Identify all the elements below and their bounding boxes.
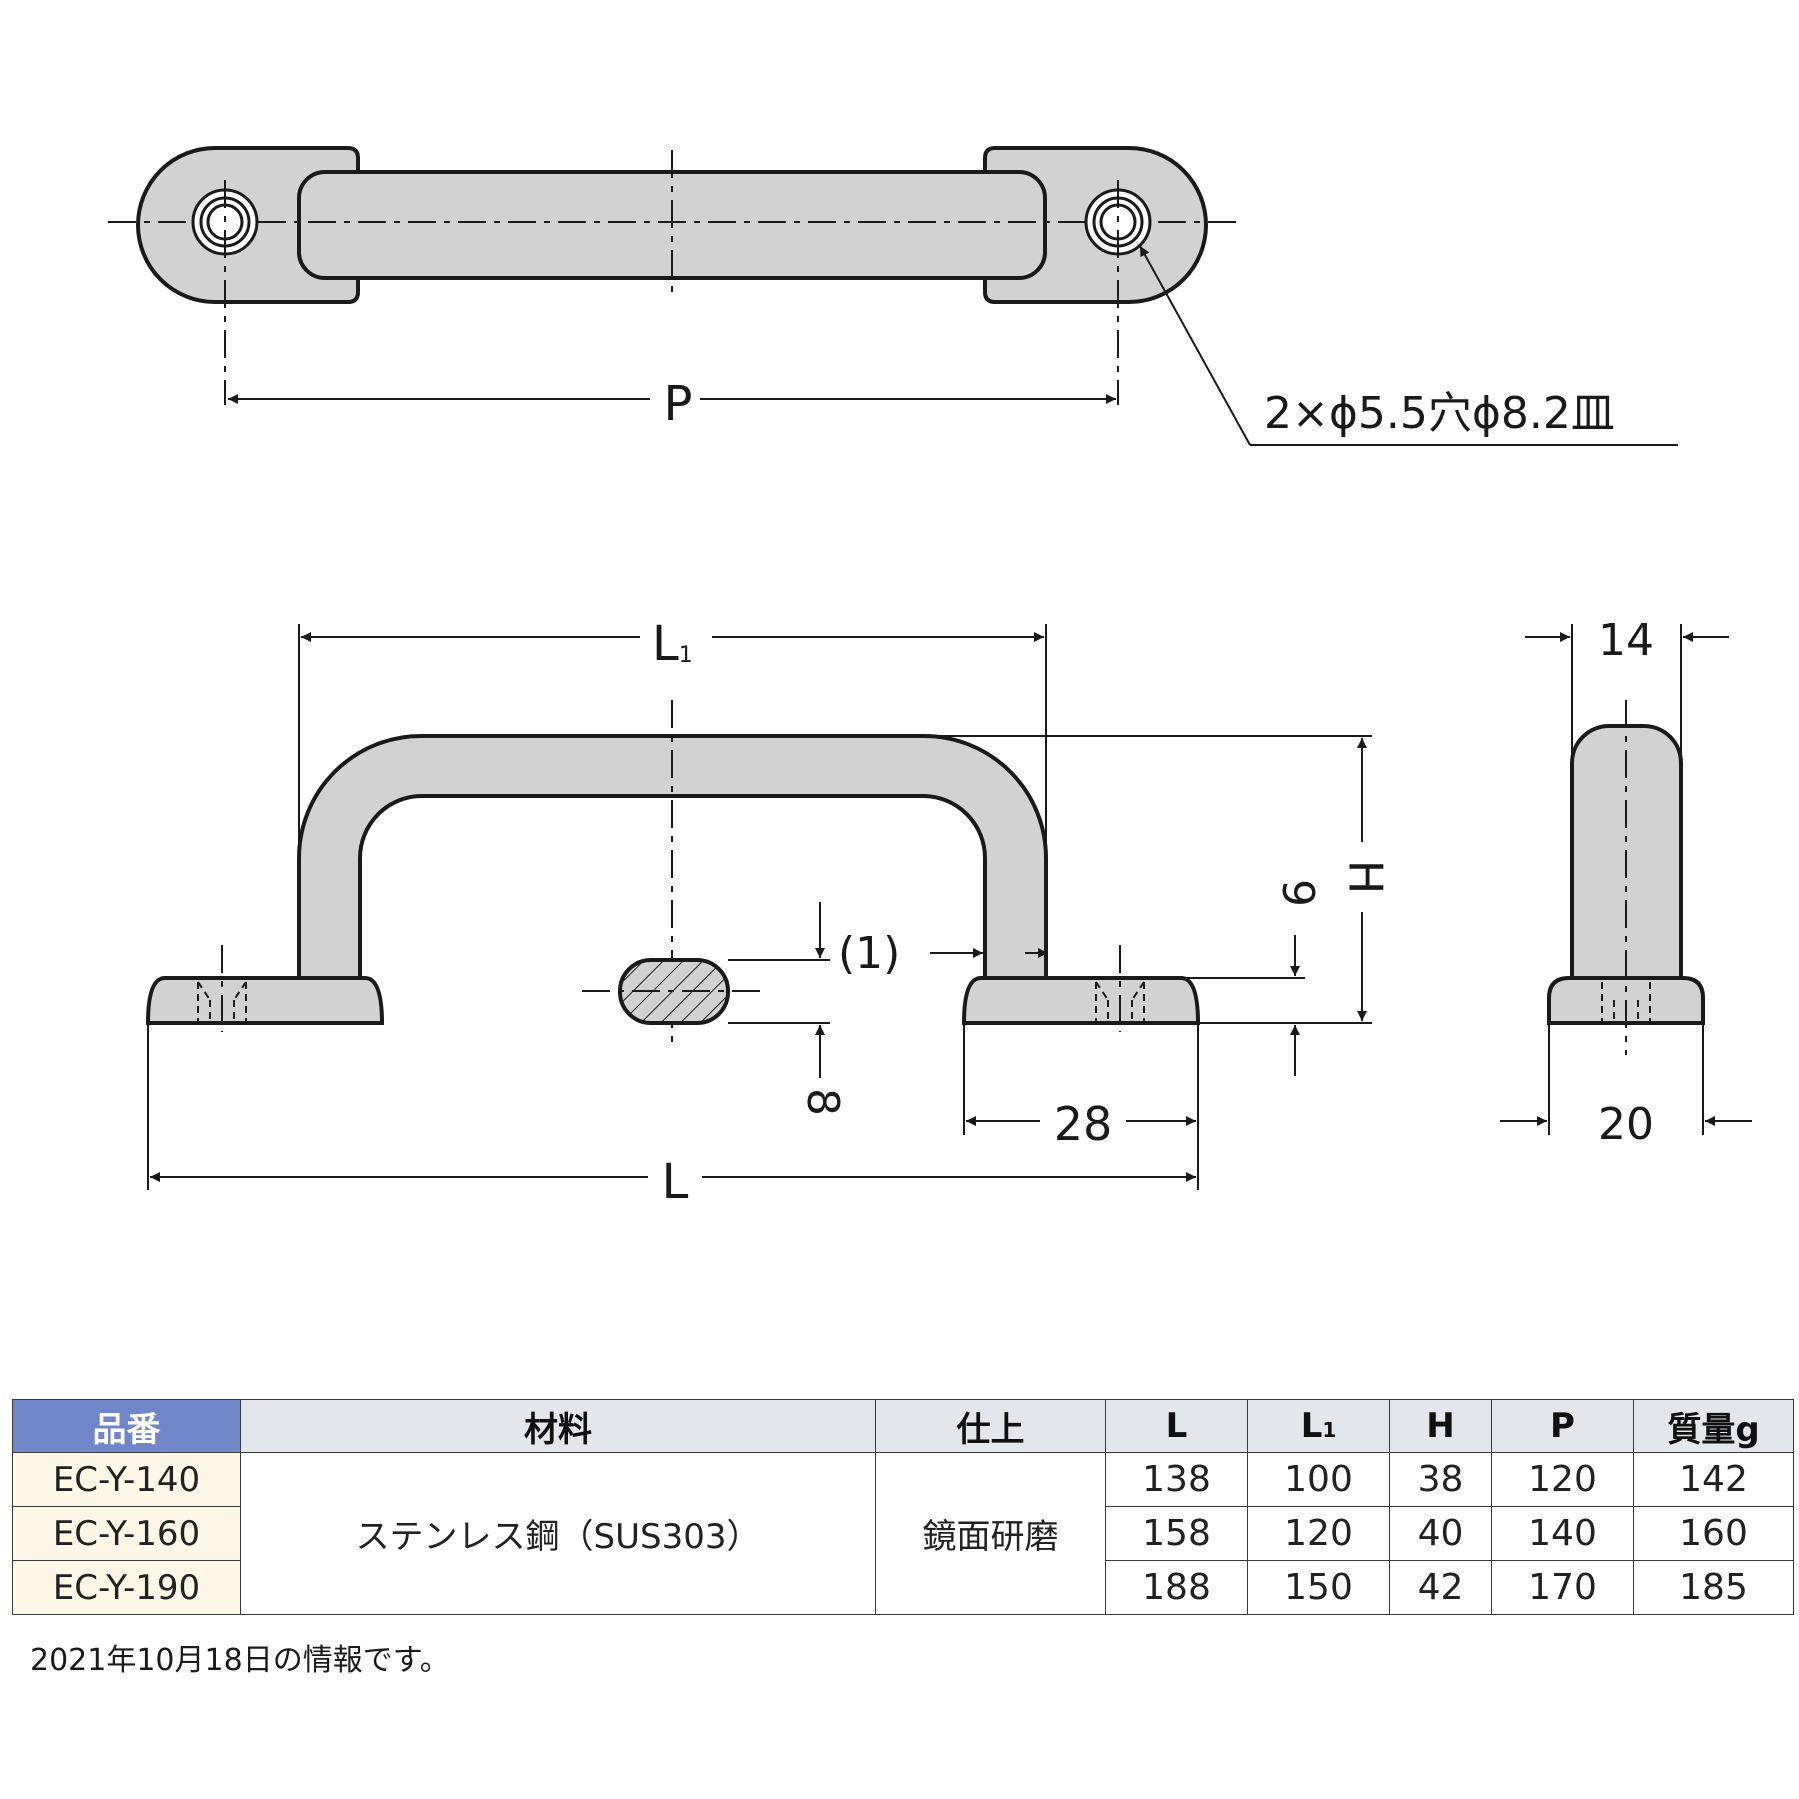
dimension-l1-label: L [652, 616, 679, 672]
header-l1-subscript: 1 [1322, 1418, 1337, 1442]
cell-h: 38 [1389, 1452, 1492, 1507]
header-h: H [1389, 1399, 1492, 1453]
dimension-h-label: H [1339, 860, 1393, 895]
cell-l: 158 [1105, 1506, 1248, 1561]
table-row: EC-Y-160 158 120 40 140 160 [12, 1506, 1794, 1561]
header-l: L [1105, 1399, 1248, 1453]
side-view: 14 20 [1500, 615, 1752, 1150]
cell-l1: 100 [1247, 1452, 1390, 1507]
header-l1: L1 [1247, 1399, 1390, 1453]
cell-p: 120 [1491, 1452, 1634, 1507]
dimension-14: 14 [1525, 615, 1729, 760]
cell-finish: 鏡面研磨 [875, 1452, 1106, 1615]
header-l1-main: L [1300, 1406, 1323, 1446]
dimension-l1-subscript: 1 [679, 643, 693, 668]
table-header-row: 品番 材料 仕上 L L1 H P 質量g [12, 1399, 1794, 1453]
cell-l: 188 [1105, 1560, 1248, 1615]
header-material: 材料 [240, 1399, 876, 1453]
dimension-1: (1) [838, 928, 1048, 979]
front-view-left-screw-hole [197, 945, 247, 1032]
dimension-h: H [924, 735, 1393, 1024]
cell-h: 40 [1389, 1506, 1492, 1561]
header-mass: 質量g [1633, 1399, 1794, 1453]
header-p: P [1491, 1399, 1634, 1453]
dimension-9-label: 9 [1272, 879, 1323, 907]
front-view-left-base [145, 976, 385, 1025]
info-date-note: 2021年10月18日の情報です。 [30, 1643, 450, 1678]
front-view: L1 H 9 (1) 8 [145, 616, 1393, 1210]
cell-p: 140 [1491, 1506, 1634, 1561]
dimension-20-label: 20 [1598, 1099, 1654, 1150]
svg-text:L1: L1 [652, 616, 693, 672]
cell-mass: 142 [1633, 1452, 1794, 1507]
technical-drawing: P 2×ϕ5.5穴ϕ8.2皿 [108, 146, 1752, 1210]
header-part-number: 品番 [12, 1399, 241, 1453]
dimension-l: L [147, 1023, 1196, 1210]
hole-note-leader: 2×ϕ5.5穴ϕ8.2皿 [1139, 245, 1678, 446]
table-row: EC-Y-140 ステンレス鋼（SUS303） 鏡面研磨 138 100 38 … [12, 1452, 1794, 1615]
dimension-l-label: L [662, 1154, 689, 1210]
top-view: P 2×ϕ5.5穴ϕ8.2皿 [108, 146, 1678, 446]
cell-part-number: EC-Y-160 [12, 1506, 241, 1561]
cell-mass: 160 [1633, 1506, 1794, 1561]
cross-section [582, 958, 830, 1025]
dimension-p: P [228, 376, 1116, 432]
cell-part-number: EC-Y-190 [12, 1560, 241, 1615]
cell-part-number: EC-Y-140 [12, 1452, 241, 1507]
dimension-l1: L1 [298, 616, 1047, 860]
hole-note-label: 2×ϕ5.5穴ϕ8.2皿 [1264, 388, 1615, 439]
front-view-right-base [961, 976, 1201, 1025]
cell-p: 170 [1491, 1560, 1634, 1615]
header-finish: 仕上 [875, 1399, 1106, 1453]
dimension-28-label: 28 [1054, 1097, 1113, 1151]
cell-l1: 150 [1247, 1560, 1390, 1615]
cell-mass: 185 [1633, 1560, 1794, 1615]
dimension-p-label: P [664, 376, 693, 432]
cell-h: 42 [1389, 1560, 1492, 1615]
front-view-right-screw-hole [1095, 945, 1145, 1032]
dimension-20: 20 [1500, 1023, 1752, 1150]
cell-material: ステンレス鋼（SUS303） [240, 1452, 876, 1615]
dimension-8-label: 8 [797, 1088, 848, 1116]
dimension-1-label: (1) [838, 928, 900, 979]
cell-l: 138 [1105, 1452, 1248, 1507]
dimension-28: 28 [963, 1023, 1199, 1190]
spec-table: 品番 材料 仕上 L L1 H P 質量g EC-Y-140 ステンレス鋼（SU… [12, 1399, 1794, 1615]
dimension-14-label: 14 [1598, 615, 1654, 666]
dimension-9: 9 [1181, 879, 1323, 1076]
table-row: EC-Y-190 188 150 42 170 185 [12, 1560, 1794, 1615]
cell-l1: 120 [1247, 1506, 1390, 1561]
dimension-8: 8 [797, 902, 848, 1116]
